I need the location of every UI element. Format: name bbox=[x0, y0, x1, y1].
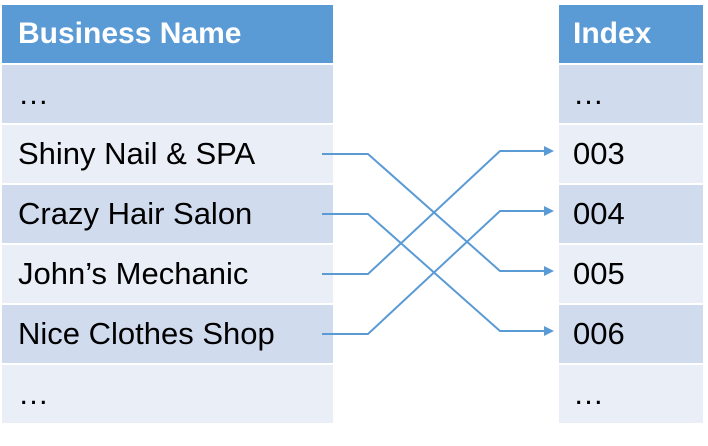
index-table: Index … 003 004 005 006 … bbox=[559, 5, 703, 425]
business-row: … bbox=[2, 365, 333, 425]
mapping-arrow bbox=[322, 146, 554, 275]
index-header: Index bbox=[559, 5, 703, 65]
business-name-header: Business Name bbox=[2, 5, 333, 65]
business-row: … bbox=[2, 65, 333, 125]
index-row: … bbox=[559, 365, 703, 425]
index-row: 005 bbox=[559, 245, 703, 305]
index-row: 006 bbox=[559, 305, 703, 365]
mapping-arrow bbox=[322, 213, 554, 336]
business-row: Crazy Hair Salon bbox=[2, 185, 333, 245]
mapping-arrow bbox=[322, 153, 554, 276]
mapping-arrow bbox=[322, 206, 554, 335]
business-name-table: Business Name … Shiny Nail & SPA Crazy H… bbox=[2, 5, 333, 425]
business-row: Nice Clothes Shop bbox=[2, 305, 333, 365]
index-row: 004 bbox=[559, 185, 703, 245]
business-row: John’s Mechanic bbox=[2, 245, 333, 305]
index-row: … bbox=[559, 65, 703, 125]
index-row: 003 bbox=[559, 125, 703, 185]
business-row: Shiny Nail & SPA bbox=[2, 125, 333, 185]
